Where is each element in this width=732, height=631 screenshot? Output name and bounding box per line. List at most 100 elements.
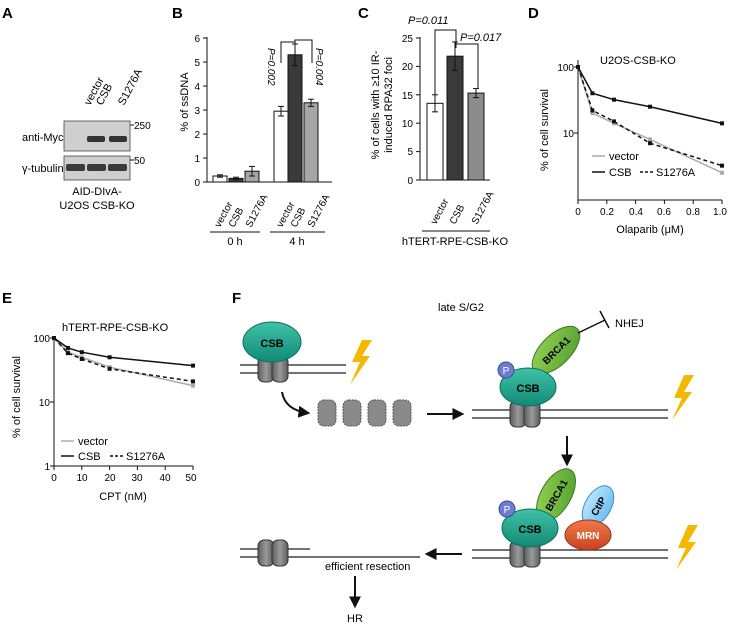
f-evicted-nucleosome xyxy=(317,399,337,427)
data-point xyxy=(648,137,652,142)
f-evicted-nucleosome xyxy=(392,399,412,427)
c-ytick-20: 20 xyxy=(402,62,414,73)
panel-e: E % of cell survival 100 10 1 0 10 20 30… xyxy=(2,290,197,503)
data-point xyxy=(612,97,616,102)
c-ylabel-1: % of cells with ≥10 IR- xyxy=(370,50,382,159)
c-ytick-5: 5 xyxy=(407,147,413,158)
c-bars xyxy=(426,41,485,181)
caption-line-1: AID-DIvA- xyxy=(72,186,122,198)
c-ytick-0: 0 xyxy=(407,176,413,187)
data-point xyxy=(191,383,195,388)
band-myc-s1276a xyxy=(109,136,127,142)
f-phospho-icon xyxy=(497,361,515,379)
data-point xyxy=(720,163,724,168)
e-legend-vector: vector xyxy=(78,436,108,448)
data-point xyxy=(65,345,70,350)
b-ytick-0: 0 xyxy=(194,178,200,189)
b-ytick-6: 6 xyxy=(194,34,200,45)
f-step1: CSB xyxy=(240,321,372,385)
f-csb-protein xyxy=(499,367,557,407)
b-pvalue-2: P=0.004 xyxy=(313,48,324,86)
f-inhibit-bar-icon xyxy=(599,310,610,329)
e-legend-csb: CSB xyxy=(78,451,101,463)
f-phospho-label: P xyxy=(504,505,511,516)
c-ylabel-2: induced RPA32 foci xyxy=(383,57,395,153)
marker-50: 50 xyxy=(134,156,146,167)
panel-e-letter: E xyxy=(2,290,12,307)
e-lines xyxy=(52,336,195,388)
c-xlabel-csb: CSB xyxy=(448,203,468,227)
data-point xyxy=(720,170,724,175)
data-point xyxy=(65,351,70,356)
b-ytick-2: 2 xyxy=(194,130,200,141)
f-csb-label: CSB xyxy=(516,383,539,395)
f-resection-label: efficient resection xyxy=(325,561,410,573)
panel-d-letter: D xyxy=(528,5,539,22)
panel-b-letter: B xyxy=(172,5,183,22)
f-hr-label: HR xyxy=(347,613,363,625)
panel-c: C % of cells with ≥10 IR- induced RPA32 … xyxy=(358,5,509,248)
e-xtick-30: 30 xyxy=(131,473,143,484)
band-tub-csb xyxy=(87,164,106,171)
d-title: U2OS-CSB-KO xyxy=(600,55,676,67)
data-point xyxy=(648,104,652,109)
lane-label-s1276a: S1276A xyxy=(116,67,145,108)
b-pvalue-1: P=0.002 xyxy=(265,48,276,86)
f-lightning-icon xyxy=(350,340,372,385)
b-xlabel-s1276a-4h: S1276A xyxy=(306,193,333,230)
f-step2: BRCA1 CSB P NHEJ xyxy=(472,310,694,428)
c-ticks: 0 5 10 15 20 25 xyxy=(402,34,420,187)
band-tub-s1276a xyxy=(108,164,127,171)
f-eviction-arrow-icon xyxy=(281,391,311,418)
f-step3: CtIP BRCA1 MRN CSB P xyxy=(472,468,698,570)
d-xlabel: Olaparib (μM) xyxy=(616,224,683,236)
f-mrn-label: MRN xyxy=(577,531,600,542)
d-xtick-0: 0 xyxy=(575,207,581,218)
b-xlabel-s1276a-0h: S1276A xyxy=(244,193,271,230)
bar-csb xyxy=(287,54,303,183)
f-step4: efficient resection HR xyxy=(240,539,420,625)
marker-250: 250 xyxy=(134,121,151,132)
f-csb-label: CSB xyxy=(518,524,541,536)
e-xtick-50: 50 xyxy=(185,473,197,484)
panel-f: F late S/G2 CSB xyxy=(232,290,698,625)
b-ytick-4: 4 xyxy=(194,82,200,93)
c-xlabel-s1276a: S1276A xyxy=(470,190,497,227)
e-ytick-1: 1 xyxy=(44,462,50,473)
e-xtick-40: 40 xyxy=(159,473,171,484)
data-point xyxy=(107,355,112,360)
c-bracket-2 xyxy=(455,43,479,88)
e-xtick-10: 10 xyxy=(76,473,88,484)
panel-a-letter: A xyxy=(2,5,13,22)
e-xlabel: CPT (nM) xyxy=(99,491,146,503)
panel-c-letter: C xyxy=(358,5,369,22)
bar-vector xyxy=(273,110,289,183)
b-ytick-5: 5 xyxy=(194,58,200,69)
caption-line-2: U2OS CSB-KO xyxy=(59,200,135,212)
row-label-tubulin: γ-tubulin xyxy=(22,163,64,175)
data-point xyxy=(79,350,84,355)
c-bracket-1 xyxy=(434,29,457,97)
f-inhibit-line xyxy=(577,319,606,334)
band-tub-vector xyxy=(66,164,85,171)
data-point xyxy=(191,379,195,384)
band-myc-csb xyxy=(87,136,105,142)
c-cell-line: hTERT-RPE-CSB-KO xyxy=(402,236,509,248)
data-point xyxy=(191,363,195,368)
c-pvalue-1: P=0.011 xyxy=(408,15,448,27)
f-ctip-protein: CtIP xyxy=(581,485,615,527)
b-ticks: 0 1 2 3 4 5 6 xyxy=(194,34,207,189)
f-csb-protein xyxy=(501,508,559,548)
data-point xyxy=(720,121,724,126)
series-line-vector xyxy=(577,66,723,174)
panel-a: A vector CSB S1276A anti-Myc γ-tubulin 2… xyxy=(2,5,151,212)
b-ytick-3: 3 xyxy=(194,106,200,117)
f-brca1-protein: BRCA1 xyxy=(536,468,576,522)
f-lightning-icon xyxy=(672,375,694,420)
d-ytick-10: 10 xyxy=(563,129,575,140)
c-ytick-25: 25 xyxy=(402,34,414,45)
c-pvalue-2: P=0.017 xyxy=(460,32,502,44)
b-ylabel: % of ssDNA xyxy=(179,72,191,132)
data-point xyxy=(648,141,652,146)
